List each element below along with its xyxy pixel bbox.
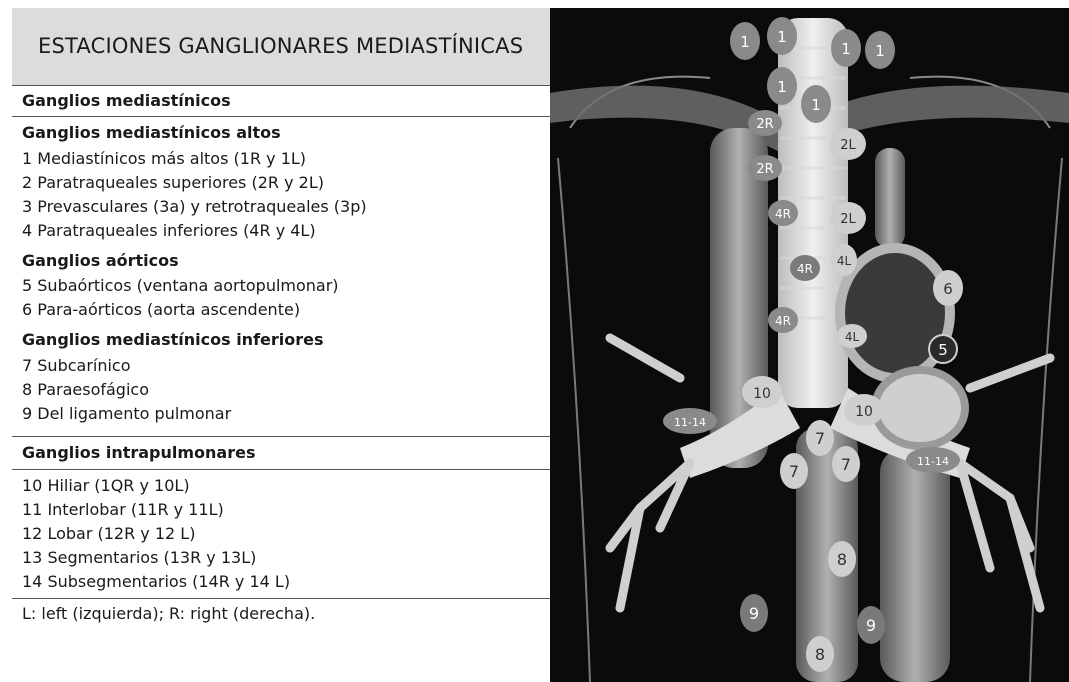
node-label: 4L — [845, 330, 860, 344]
node-label: 2L — [840, 138, 856, 153]
divider — [12, 598, 550, 599]
node-7: 7 — [780, 453, 808, 489]
anatomy-svg: 1 1 1 1 1 1 2R 2R 2L 2L 4R 4R 4R 4L 4L 6… — [550, 8, 1069, 682]
node-10: 10 — [844, 394, 884, 426]
node-label: 1 — [875, 42, 885, 60]
node-1: 1 — [767, 17, 797, 55]
node-2L: 2L — [830, 202, 866, 234]
node-4R: 4R — [768, 307, 798, 333]
node-1: 1 — [801, 85, 831, 123]
node-label: 10 — [753, 386, 771, 402]
list-item: 11 Interlobar (11R y 11L) — [22, 500, 224, 519]
node-label: 8 — [815, 645, 825, 664]
node-4R: 4R — [790, 255, 820, 281]
node-label: 2R — [756, 162, 773, 177]
node-10: 10 — [742, 376, 782, 408]
lymph-node-stations-table: ESTACIONES GANGLIONARES MEDIASTÍNICAS Ga… — [12, 8, 550, 682]
node-label: 2R — [756, 117, 773, 132]
node-7: 7 — [832, 446, 860, 482]
node-1: 1 — [767, 67, 797, 105]
node-label: 1 — [811, 96, 821, 114]
node-8: 8 — [828, 541, 856, 577]
list-item: 12 Lobar (12R y 12 L) — [22, 524, 195, 543]
node-label: 7 — [815, 429, 825, 448]
node-4L: 4L — [837, 324, 867, 348]
node-label: 4R — [797, 262, 813, 276]
node-11-14: 11-14 — [906, 447, 960, 473]
list-item: 9 Del ligamento pulmonar — [22, 404, 231, 423]
node-label: 10 — [855, 404, 873, 420]
node-label: 8 — [837, 550, 847, 569]
group-low: Ganglios mediastínicos inferiores — [22, 330, 324, 349]
node-6: 6 — [933, 270, 963, 306]
pulmonary-trunk — [875, 370, 965, 446]
node-label: 5 — [938, 341, 948, 359]
divider — [12, 85, 550, 86]
node-7: 7 — [806, 420, 834, 456]
node-4R: 4R — [768, 200, 798, 226]
divider — [12, 116, 550, 117]
list-item: 1 Mediastínicos más altos (1R y 1L) — [22, 149, 306, 168]
node-11-14: 11-14 — [663, 408, 717, 434]
node-label: 4R — [775, 314, 791, 328]
node-label: 4R — [775, 207, 791, 221]
table-title: ESTACIONES GANGLIONARES MEDIASTÍNICAS — [38, 34, 523, 58]
node-2L: 2L — [830, 128, 866, 160]
node-2R: 2R — [748, 110, 782, 136]
node-label: 11-14 — [674, 416, 706, 429]
node-2R: 2R — [748, 155, 782, 181]
node-5: 5 — [929, 335, 957, 363]
list-item: 5 Subaórticos (ventana aortopulmonar) — [22, 276, 339, 295]
outline-left-side — [558, 158, 590, 682]
node-label: 1 — [841, 40, 851, 58]
list-item: 10 Hiliar (1QR y 10L) — [22, 476, 190, 495]
list-item: 4 Paratraqueales inferiores (4R y 4L) — [22, 221, 316, 240]
node-4L: 4L — [831, 244, 857, 276]
node-1: 1 — [865, 31, 895, 69]
list-item: 2 Paratraqueales superiores (2R y 2L) — [22, 173, 324, 192]
node-8: 8 — [806, 636, 834, 672]
list-item: 8 Paraesofágico — [22, 380, 149, 399]
divider — [12, 436, 550, 437]
node-label: 1 — [777, 78, 787, 96]
list-item: 3 Prevasculares (3a) y retrotraqueales (… — [22, 197, 367, 216]
node-label: 7 — [789, 462, 799, 481]
node-9: 9 — [857, 606, 885, 644]
list-item: 6 Para-aórticos (aorta ascendente) — [22, 300, 300, 319]
descending-aorta — [880, 448, 950, 682]
list-item: 13 Segmentarios (13R y 13L) — [22, 548, 256, 567]
mediastinal-illustration: 1 1 1 1 1 1 2R 2R 2L 2L 4R 4R 4R 4L 4L 6… — [550, 8, 1069, 682]
node-9: 9 — [740, 594, 768, 632]
footer-note: L: left (izquierda); R: right (derecha). — [22, 604, 315, 623]
node-label: 1 — [777, 28, 787, 46]
section-mediastinal: Ganglios mediastínicos — [22, 91, 231, 110]
node-1: 1 — [831, 29, 861, 67]
list-item: 7 Subcarínico — [22, 356, 131, 375]
node-label: 9 — [866, 616, 876, 635]
left-vessel — [875, 148, 905, 248]
node-label: 6 — [943, 280, 953, 298]
node-1: 1 — [730, 22, 760, 60]
table-header: ESTACIONES GANGLIONARES MEDIASTÍNICAS — [12, 8, 550, 85]
group-aortic: Ganglios aórticos — [22, 251, 179, 270]
node-label: 11-14 — [917, 455, 949, 468]
node-label: 7 — [841, 455, 851, 474]
section-intrapulmonary: Ganglios intrapulmonares — [22, 443, 255, 462]
node-label: 4L — [837, 254, 852, 268]
node-label: 1 — [740, 33, 750, 51]
divider — [12, 469, 550, 470]
group-high: Ganglios mediastínicos altos — [22, 123, 281, 142]
node-label: 9 — [749, 604, 759, 623]
list-item: 14 Subsegmentarios (14R y 14 L) — [22, 572, 290, 591]
node-label: 2L — [840, 212, 856, 227]
